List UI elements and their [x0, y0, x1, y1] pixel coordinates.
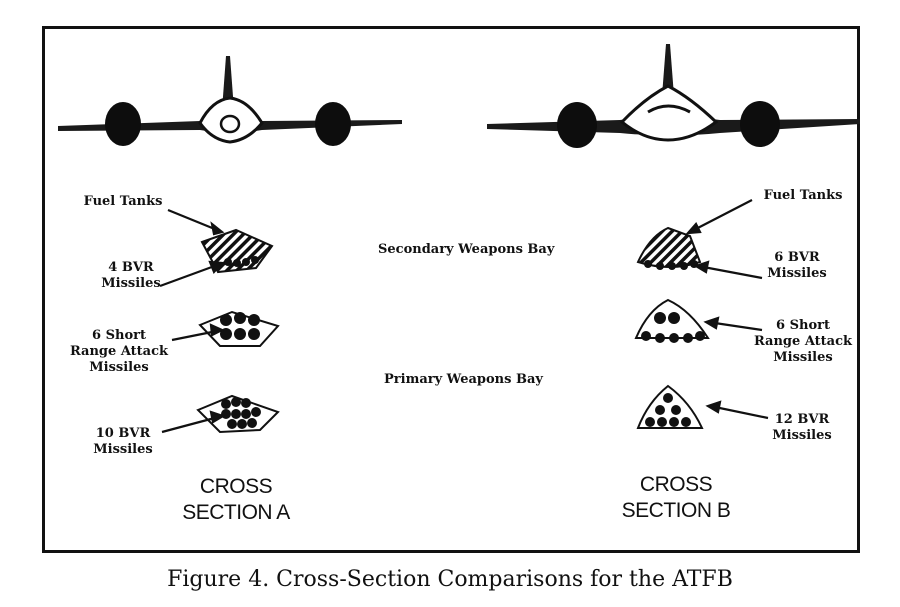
section-a-secondary-missiles-label: 4 BVR Missiles [101, 260, 161, 291]
section-a-primary-missiles-label: 10 BVR Missiles [93, 426, 153, 457]
section-a-secondary-bay [200, 228, 274, 274]
aircraft-a-canopy [219, 114, 241, 134]
section-b-short-range-bay [634, 298, 710, 343]
aircraft-a-engine-right [315, 102, 351, 146]
figure-caption: Figure 4. Cross-Section Comparisons for … [167, 567, 733, 592]
section-b-secondary-missiles-label: 6 BVR Missiles [767, 250, 827, 281]
section-b-short-range-label: 6 Short Range Attack Missiles [753, 318, 853, 365]
section-a-short-range-label: 6 Short Range Attack Missiles [69, 328, 169, 375]
section-b-secondary-bay [636, 226, 702, 270]
section-b-primary-bay [636, 384, 704, 429]
section-a-fuel-tanks-label: Fuel Tanks [83, 194, 163, 209]
section-b-primary-missiles-label: 12 BVR Missiles [772, 412, 832, 443]
figure-frame [42, 26, 860, 553]
aircraft-b-canopy [647, 104, 691, 114]
section-b-fuel-tanks-label: Fuel Tanks [763, 188, 843, 203]
aircraft-b-fin [662, 44, 674, 96]
aircraft-a-engine-left [105, 102, 141, 146]
aircraft-a-fin [222, 56, 234, 110]
section-b-leader-lines [685, 199, 769, 420]
aircraft-b-engine-left [557, 102, 597, 148]
primary-weapons-bay-label: Primary Weapons Bay [384, 372, 543, 387]
aircraft-b-engine-right [740, 101, 780, 147]
aircraft-b-fuselage [619, 84, 719, 142]
section-a-leader-lines [159, 208, 226, 434]
cross-section-b-title: CROSS SECTION B [621, 473, 731, 522]
section-a-short-range-bay [198, 310, 280, 347]
secondary-weapons-bay-label: Secondary Weapons Bay [378, 242, 555, 257]
cross-section-a-title: CROSS SECTION A [182, 475, 290, 524]
section-a-primary-bay [196, 394, 280, 434]
